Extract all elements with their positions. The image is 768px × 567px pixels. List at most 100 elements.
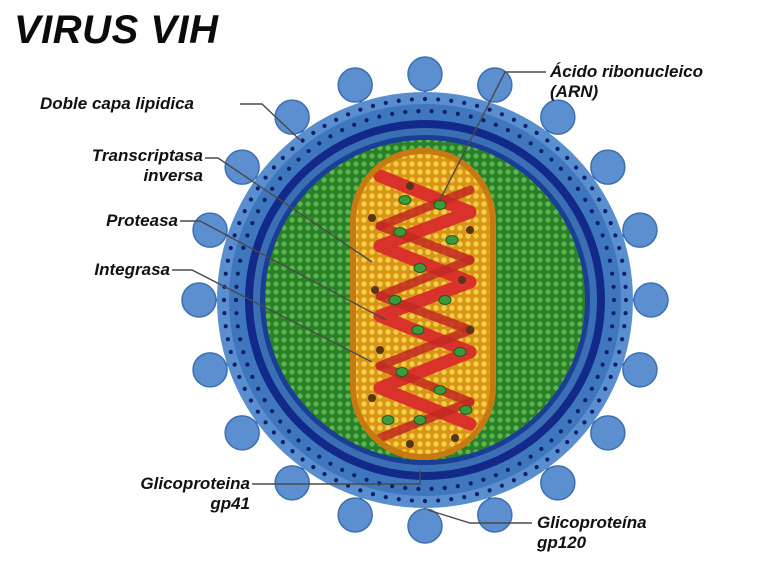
label-doble-capa-text: Doble capa lipidica <box>40 94 194 113</box>
lipid-dot <box>296 157 301 162</box>
lipid-dot <box>474 492 480 497</box>
lipid-dot <box>582 175 587 180</box>
lipid-dot <box>442 485 447 491</box>
lipid-dot <box>300 138 305 143</box>
gp120-knob <box>407 56 443 92</box>
lipid-dot <box>223 324 228 329</box>
lipid-dot <box>269 408 275 414</box>
lipid-dot <box>623 297 629 303</box>
label-gp120: Glicoproteína gp120 <box>537 513 647 553</box>
enzyme-dark <box>458 276 466 284</box>
lipid-dot <box>589 386 594 391</box>
lipid-dot <box>610 324 615 329</box>
lipid-dot <box>539 148 544 154</box>
lipid-dot <box>228 349 233 355</box>
lipid-dot <box>396 497 401 502</box>
lipid-dot <box>409 498 414 503</box>
leader-gp41 <box>252 470 421 485</box>
gp120-knob <box>590 415 626 451</box>
lipid-dot <box>575 408 581 414</box>
lipid-dot <box>250 221 255 226</box>
gp120-knob <box>540 99 576 135</box>
lipid-dot <box>517 461 522 466</box>
gp120-knob <box>622 352 658 388</box>
lipid-dot <box>234 311 239 316</box>
lipid-dot <box>280 155 285 160</box>
lipid-dot <box>403 485 408 491</box>
lipid-dot <box>422 96 428 102</box>
lipid-dot <box>340 128 345 133</box>
lipid-dot <box>255 186 260 191</box>
rna-segment <box>373 169 477 219</box>
lipid-dot <box>429 486 434 491</box>
lipid-dot <box>523 123 528 129</box>
lipid-dot <box>225 258 230 263</box>
lipid-dot <box>358 107 363 112</box>
rna-strands <box>373 169 477 443</box>
lipid-dot <box>620 337 625 342</box>
lipid-dot <box>499 112 505 117</box>
lipid-dot <box>511 117 516 122</box>
lipid-dot <box>311 130 316 135</box>
label-arn: Ácido ribonucleico (ARN) <box>550 62 703 102</box>
lipid-dot <box>241 349 246 355</box>
enzyme-green <box>459 405 473 415</box>
lipid-dot <box>377 114 382 119</box>
lipid-dot <box>311 465 316 470</box>
label-gp120-line2: gp120 <box>537 533 587 552</box>
gp120-knob <box>181 282 217 318</box>
enzyme-green <box>433 200 447 210</box>
gp120-knob <box>477 497 513 533</box>
gp120-knob <box>224 149 260 185</box>
lipid-dot <box>565 440 570 445</box>
lipid-dot <box>567 419 572 424</box>
gp120-knob <box>192 352 228 388</box>
leader-proteasa <box>180 220 387 321</box>
lipid-dot <box>416 486 421 491</box>
lipid-dot <box>416 109 421 114</box>
lipid-dot <box>468 481 473 486</box>
lipid-dot <box>383 495 388 500</box>
enzyme-dark <box>368 394 376 402</box>
lipid-dot <box>603 386 608 392</box>
enzyme-green <box>393 227 407 237</box>
enzyme-green <box>445 235 459 245</box>
lipid-dot <box>223 271 228 276</box>
gp120-knob <box>622 212 658 248</box>
label-transcriptasa: Transcriptasa inversa <box>58 146 203 186</box>
lipid-dot <box>449 497 454 502</box>
enzyme-dark <box>368 214 376 222</box>
enzyme-dark <box>376 346 384 354</box>
lipid-dot <box>333 117 339 122</box>
lipid-dot <box>620 258 625 263</box>
lipid-dot <box>590 409 595 414</box>
enzyme-green <box>438 295 452 305</box>
rna-segment <box>373 345 477 395</box>
lipid-dot <box>278 176 283 181</box>
gp120-knob <box>337 497 373 533</box>
lipid-dot <box>600 362 605 367</box>
lipid-dot <box>462 495 467 500</box>
lipid-dot <box>235 324 240 329</box>
lipid-dot <box>262 398 267 403</box>
lipid-dot <box>245 233 250 238</box>
lipid-dot <box>528 454 533 459</box>
lipid-dot <box>596 197 602 202</box>
lipid-dot <box>322 471 327 477</box>
lipid-dot <box>623 284 628 289</box>
lipid-dot <box>555 449 560 454</box>
leader-gp120 <box>427 509 532 524</box>
enzyme-green <box>398 195 412 205</box>
enzyme-green <box>453 347 467 357</box>
label-integrasa: Integrasa <box>66 260 170 280</box>
lipid-dot <box>390 484 395 489</box>
lipid-dot <box>241 245 246 251</box>
lipid-dot <box>234 284 239 289</box>
gp120-knob <box>590 149 626 185</box>
lipid-dot <box>300 457 305 462</box>
lipid-dot <box>449 98 454 103</box>
lipid-dot <box>232 233 237 238</box>
lipid-dot <box>269 186 275 192</box>
lipid-dot <box>364 477 369 482</box>
